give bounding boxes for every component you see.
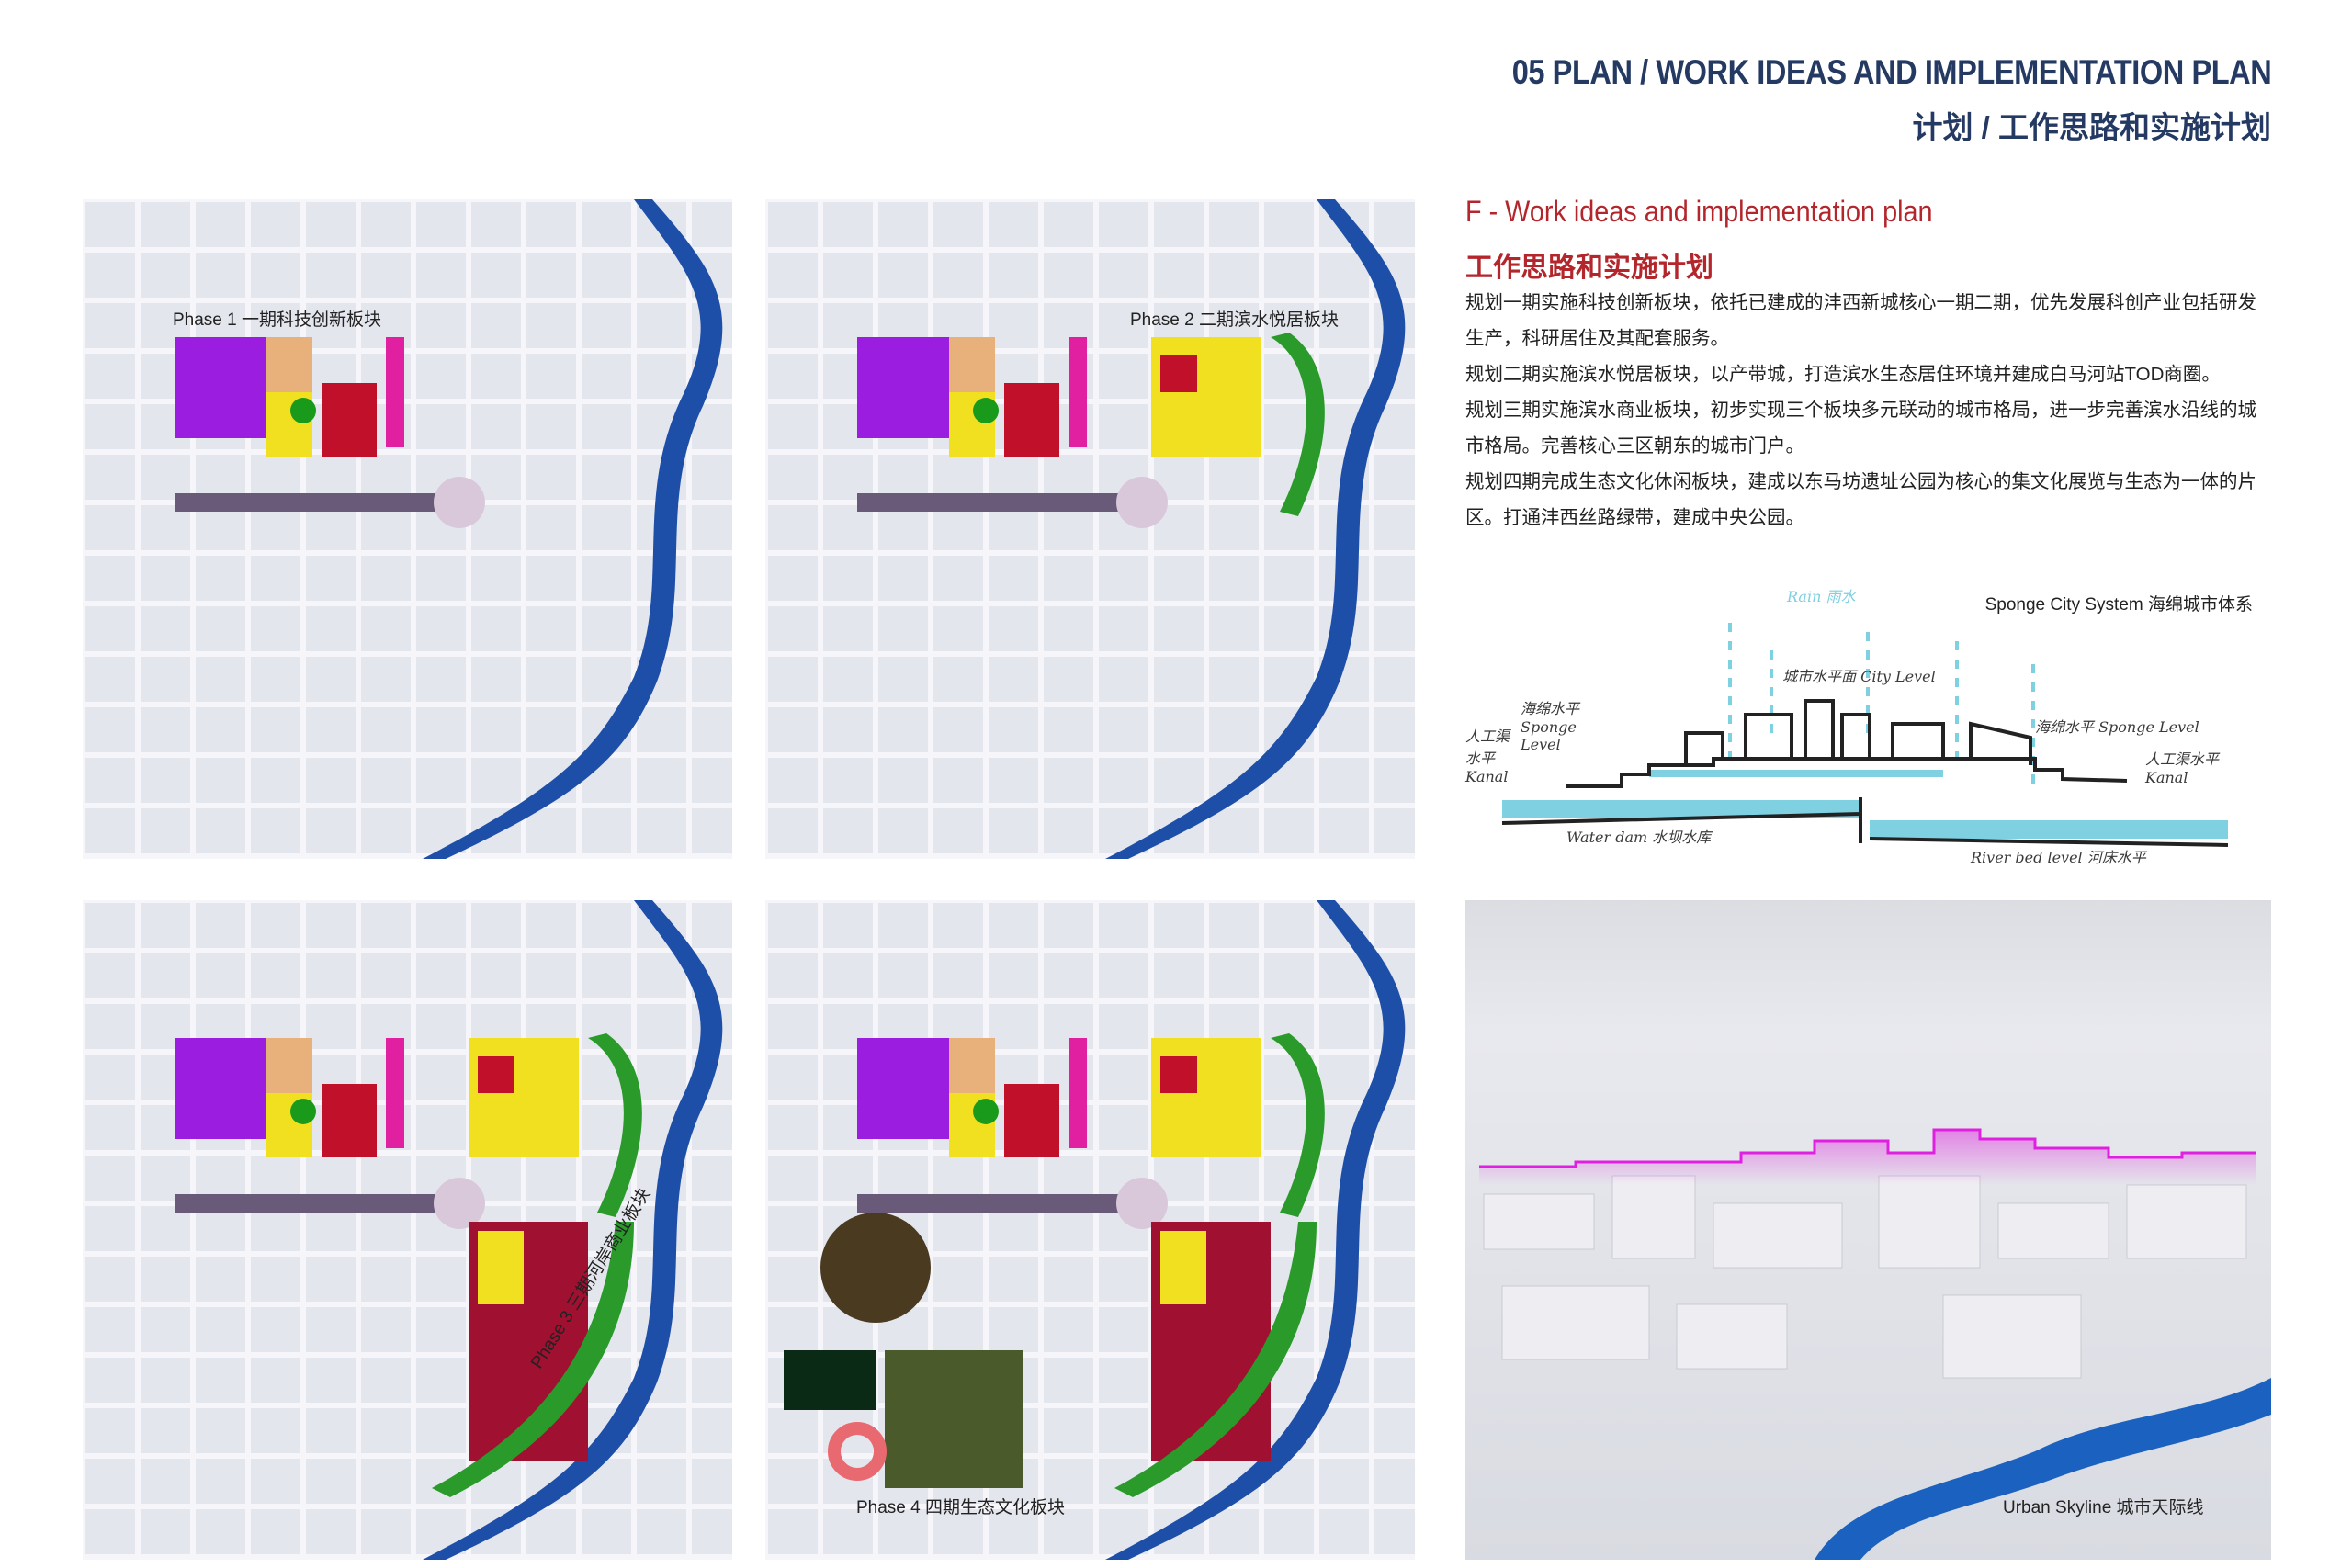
phase-3-map: Phase 3 三期河岸商业板块 — [83, 900, 732, 1560]
rain-label: Rain 雨水 — [1787, 588, 1856, 605]
section-title-en: F - Work ideas and implementation plan — [1465, 195, 1933, 228]
kanal-left-label: 人工渠水平 Kanal — [1465, 728, 1510, 785]
city-level-label: 城市水平面 City Level — [1782, 668, 1936, 685]
sponge-sketch — [1501, 623, 2229, 847]
phase-1-map: Phase 1 一期科技创新板块 — [83, 199, 732, 859]
sponge-level-right-label: 海绵水平 Sponge Level — [2035, 718, 2199, 736]
paragraph: 规划四期完成生态文化休闲板块，建成以东马坊遗址公园为核心的集文化展览与生态为一体… — [1465, 471, 2256, 528]
sponge-city-diagram: Sponge City System 海绵城市体系 Rain 雨水 城市水平面 … — [1465, 577, 2271, 871]
kanal-right-label: 人工渠水平 Kanal — [2145, 750, 2220, 786]
map-drawing — [83, 199, 732, 859]
page-title-en: 05 PLAN / WORK IDEAS AND IMPLEMENTATION … — [1511, 53, 2271, 91]
skyline-drawing — [1479, 1128, 2271, 1560]
section-title-cn: 工作思路和实施计划 — [1465, 253, 1713, 283]
river-bed-label: River bed level 河床水平 — [1971, 849, 2146, 866]
sponge-level-left-label: 海绵水平 Sponge Level — [1521, 700, 1580, 753]
paragraph: 规划三期实施滨水商业板块，初步实现三个板块多元联动的城市格局，进一步完善滨水沿线… — [1465, 400, 2256, 457]
map-drawing — [765, 900, 1415, 1560]
paragraph: 规划一期实施科技创新板块，依托已建成的沣西新城核心一期二期，优先发展科创产业包括… — [1465, 292, 2256, 349]
phase-1-label: Phase 1 一期科技创新板块 — [173, 310, 381, 330]
paragraph: 规划二期实施滨水悦居板块，以产带城，打造滨水生态居住环境并建成白马河站TOD商圈… — [1465, 364, 2221, 385]
urban-skyline-render: Urban Skyline 城市天际线 — [1465, 900, 2271, 1560]
phase-4-label: Phase 4 四期生态文化板块 — [856, 1498, 1065, 1517]
phase-2-map: Phase 2 二期滨水悦居板块 — [765, 199, 1415, 859]
map-drawing — [765, 199, 1415, 859]
section-body: 规划一期实施科技创新板块，依托已建成的沣西新城核心一期二期，优先发展科创产业包括… — [1465, 285, 2274, 536]
page-title-cn: 计划 / 工作思路和实施计划 — [1912, 110, 2271, 144]
phase-2-label: Phase 2 二期滨水悦居板块 — [1130, 310, 1339, 330]
phase-4-map: Phase 4 四期生态文化板块 — [765, 900, 1415, 1560]
urban-skyline-label: Urban Skyline 城市天际线 — [2003, 1498, 2204, 1517]
sponge-title: Sponge City System 海绵城市体系 — [1984, 595, 2253, 615]
map-drawing — [83, 900, 732, 1560]
water-dam-label: Water dam 水坝水库 — [1566, 829, 1712, 846]
